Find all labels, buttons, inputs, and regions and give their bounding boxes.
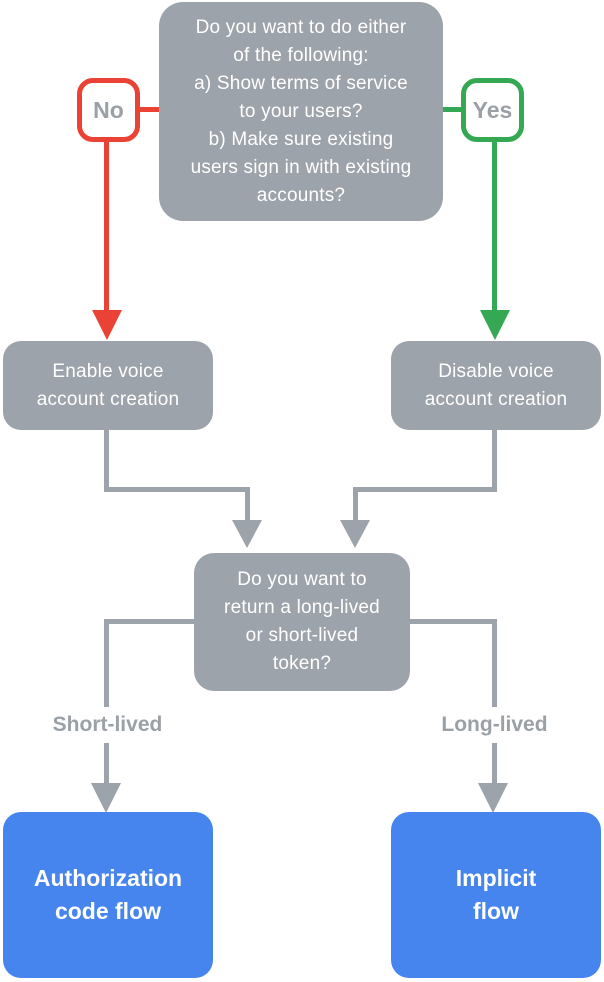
long-lived-label: Long-lived	[409, 707, 580, 743]
implicit-flow-text: Implicit flow	[455, 865, 537, 924]
yes-branch-line	[492, 142, 497, 310]
disable-to-token-arrowhead-icon	[340, 520, 370, 548]
short-lived-arrowhead-icon	[91, 783, 121, 813]
authorization-code-flow-text: Authorization code flow	[33, 865, 183, 924]
yes-connector-horizontal	[443, 107, 461, 112]
no-branch-line	[104, 142, 109, 310]
yes-badge: Yes	[461, 78, 524, 142]
enable-voice-box: Enable voice account creation	[3, 341, 213, 430]
short-lived-line-across	[104, 619, 194, 624]
no-arrowhead-icon	[92, 310, 122, 340]
yes-badge-label: Yes	[472, 96, 513, 123]
disable-voice-box: Disable voice account creation	[391, 341, 601, 430]
no-connector-horizontal	[140, 107, 159, 112]
disable-to-token-line-down2	[353, 487, 358, 522]
long-lived-line-down	[492, 619, 497, 783]
enable-to-token-line-down	[104, 430, 109, 492]
disable-to-token-line-across	[353, 487, 497, 492]
implicit-flow-box: Implicit flow	[391, 812, 601, 978]
enable-to-token-line-down2	[245, 487, 250, 522]
token-question-box: Do you want to return a long-lived or sh…	[194, 553, 410, 691]
enable-voice-text: Enable voice account creation	[36, 360, 180, 410]
short-lived-label: Short-lived	[22, 707, 193, 743]
long-lived-line-across	[410, 619, 497, 624]
token-question-text: Do you want to return a long-lived or sh…	[224, 569, 380, 674]
no-badge-label: No	[93, 96, 124, 123]
enable-to-token-line-across	[104, 487, 250, 492]
short-lived-label-text: Short-lived	[52, 713, 163, 736]
disable-voice-text: Disable voice account creation	[424, 360, 568, 410]
authorization-code-flow-box: Authorization code flow	[3, 812, 213, 978]
long-lived-label-text: Long-lived	[441, 713, 548, 736]
enable-to-token-arrowhead-icon	[232, 520, 262, 548]
yes-arrowhead-icon	[480, 310, 510, 340]
top-question-text: Do you want to do either of the followin…	[190, 16, 412, 206]
disable-to-token-line-down	[492, 430, 497, 492]
no-badge: No	[77, 78, 140, 142]
short-lived-line-down	[104, 619, 109, 783]
top-question-box: Do you want to do either of the followin…	[159, 2, 443, 221]
long-lived-arrowhead-icon	[478, 783, 508, 813]
